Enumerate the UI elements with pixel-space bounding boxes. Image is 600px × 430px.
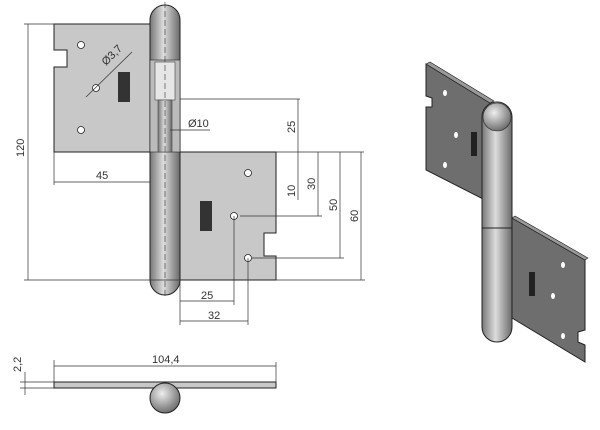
logo-stamp-3d bbox=[471, 132, 477, 156]
front-view: 120 45 Ø3,7 Ø10 25 10 30 50 60 25 32 bbox=[15, 2, 365, 395]
pin-end bbox=[149, 382, 181, 414]
dim-pin-diameter: Ø10 bbox=[188, 118, 209, 130]
upper-leaf-3d bbox=[425, 63, 491, 201]
screw-holes-3d bbox=[443, 90, 565, 339]
dim-25-horizontal: 25 bbox=[201, 290, 213, 302]
dim-32: 32 bbox=[208, 310, 220, 322]
screw-hole bbox=[244, 169, 252, 177]
pin-cap bbox=[482, 102, 512, 132]
dim-30: 30 bbox=[306, 178, 318, 190]
lower-leaf-3d bbox=[511, 217, 586, 363]
lower-leaf bbox=[179, 151, 277, 281]
hinge-pin-3d bbox=[481, 101, 513, 343]
upper-leaf bbox=[53, 23, 151, 153]
dim-25-vertical: 25 bbox=[286, 121, 298, 133]
dim-2-2: 2,2 bbox=[12, 357, 24, 372]
side-view: 104,4 2,2 bbox=[12, 354, 277, 414]
leaf-edge-3d bbox=[511, 215, 589, 261]
logo-stamp bbox=[118, 72, 130, 102]
isometric-view bbox=[425, 61, 589, 363]
dim-10: 10 bbox=[286, 185, 298, 197]
logo-stamp-3d bbox=[529, 272, 535, 296]
screw-hole bbox=[92, 84, 100, 92]
dimension-lines bbox=[20, 23, 365, 395]
dim-60: 60 bbox=[349, 210, 361, 222]
dim-45: 45 bbox=[96, 170, 108, 182]
dim-104-4: 104,4 bbox=[152, 354, 180, 366]
dim-120: 120 bbox=[15, 139, 27, 157]
leaf-edge-3d bbox=[425, 61, 495, 104]
screw-hole bbox=[77, 126, 85, 134]
screw-hole bbox=[77, 41, 85, 49]
inner-pin bbox=[157, 99, 173, 153]
dim-50: 50 bbox=[328, 199, 340, 211]
logo-stamp bbox=[200, 201, 212, 231]
